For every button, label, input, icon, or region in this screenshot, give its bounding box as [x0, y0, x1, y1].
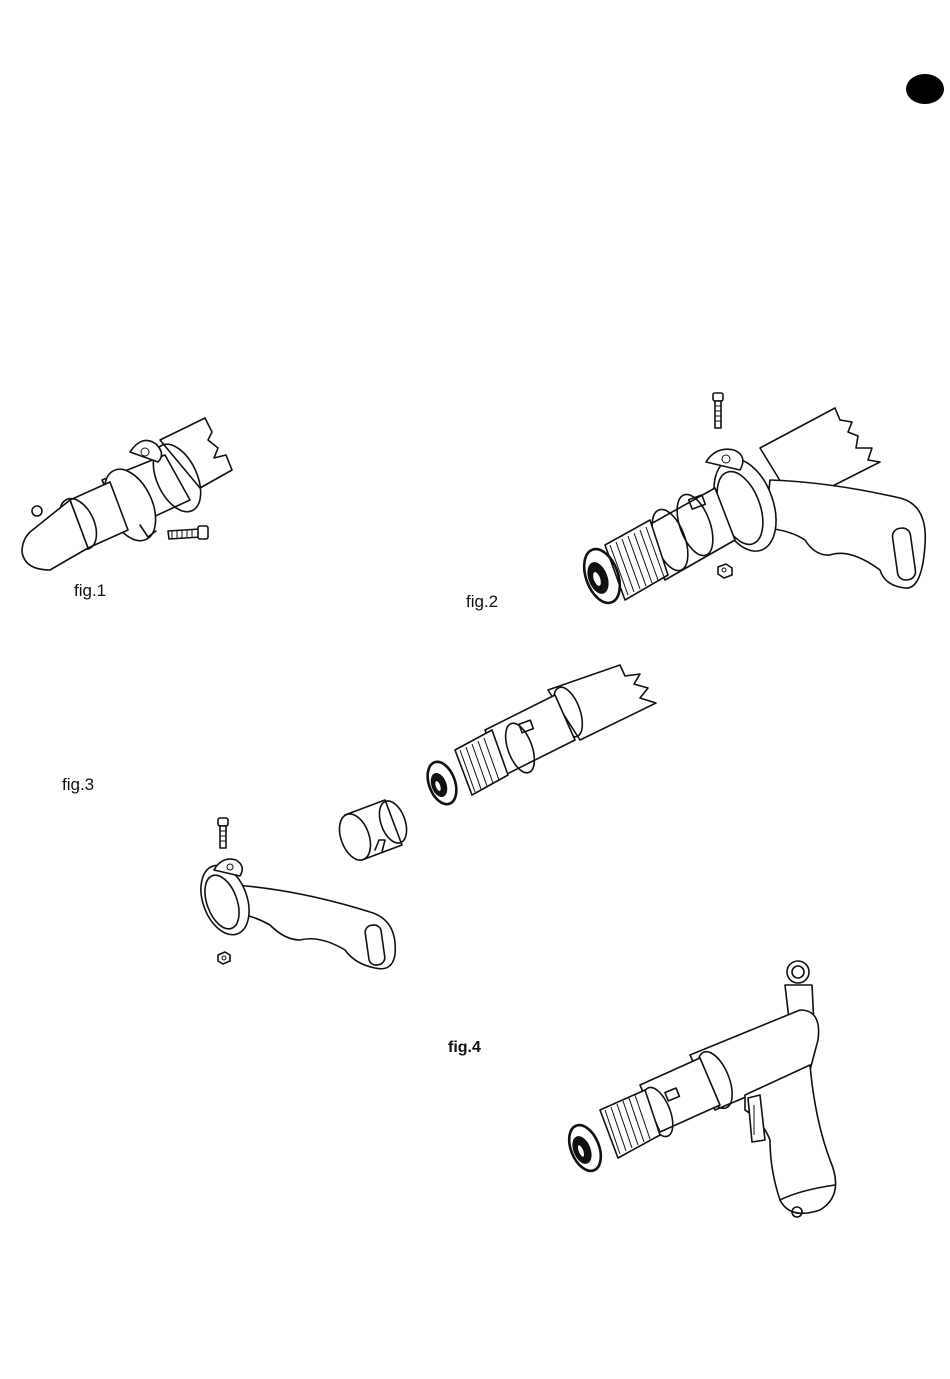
fig2-tool-illustration: [577, 393, 925, 608]
fig4-pistol-tool-illustration: [563, 961, 836, 1217]
fig3-exploded-illustration: [192, 665, 656, 969]
fig1-tool-illustration: [22, 418, 232, 570]
